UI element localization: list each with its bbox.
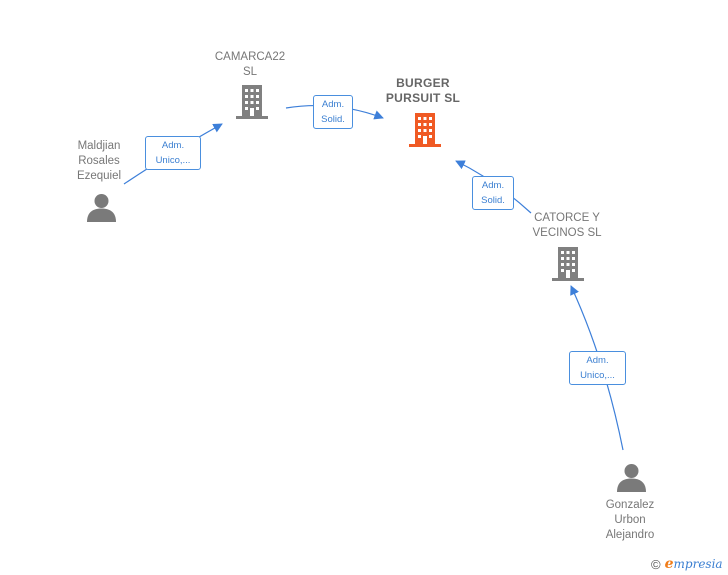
person-label-gonzalez[interactable]: Gonzalez Urbon Alejandro xyxy=(605,499,655,541)
person-icon xyxy=(617,464,646,492)
company-label-camarca22[interactable]: CAMARCA22 SL xyxy=(214,51,286,78)
building-icon xyxy=(552,247,584,281)
edge-role-line: Adm. xyxy=(481,180,505,191)
person-label-maldjian[interactable]: Maldjian Rosales Ezequiel xyxy=(76,140,122,182)
edge-role-line: Unico,... xyxy=(580,370,615,381)
edge-role-line: Adm. xyxy=(161,140,185,151)
edge-role-line: Solid. xyxy=(481,195,505,206)
edge-label-catorce-burger: Adm. Solid. xyxy=(472,176,514,210)
edge-label-gonzalez-catorce: Adm. Unico,... xyxy=(569,351,626,385)
brand-initial: e xyxy=(664,556,674,572)
empresia-logo[interactable]: © e mpresia xyxy=(651,556,723,572)
building-icon xyxy=(409,113,441,147)
edge-role-line: Solid. xyxy=(321,114,345,125)
company-label-catorce-y-vecinos[interactable]: CATORCE Y VECINOS SL xyxy=(532,212,602,239)
edge-role-line: Adm. xyxy=(586,355,609,366)
person-icon xyxy=(87,194,116,222)
edge-label-maldjian-camarca: Adm. Unico,... xyxy=(145,136,201,170)
building-icon xyxy=(236,85,268,119)
edge-role-line: Adm. xyxy=(321,99,345,110)
brand-name: mpresia xyxy=(673,557,723,571)
company-label-burger-pursuit[interactable]: BURGER PURSUIT SL xyxy=(385,76,461,105)
edge-label-camarca-burger: Adm. Solid. xyxy=(313,95,353,129)
copyright-symbol: © xyxy=(651,556,661,572)
edge-role-line: Unico,... xyxy=(155,155,191,166)
